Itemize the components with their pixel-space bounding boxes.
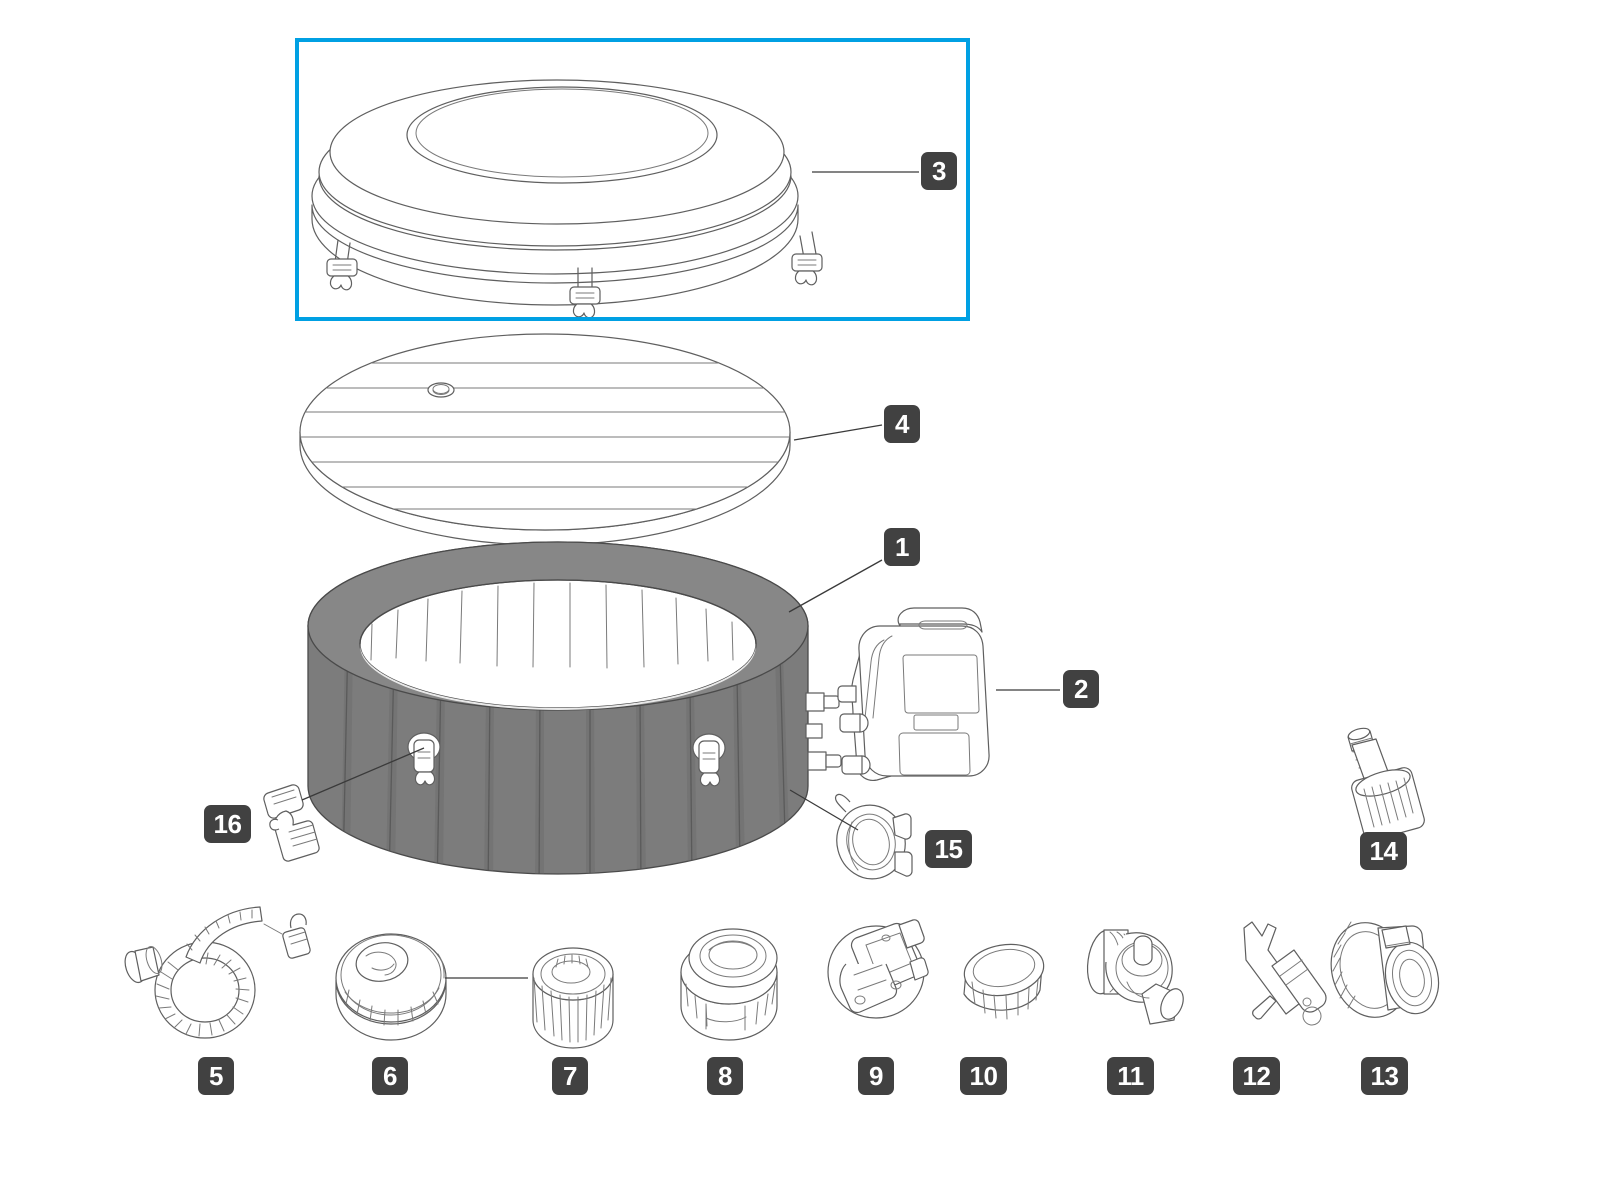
callout-badge-5[interactable]: 5 xyxy=(198,1057,234,1095)
leader-lines xyxy=(301,171,1060,979)
cover-strap-left xyxy=(326,239,358,291)
callout-badge-label: 9 xyxy=(869,1061,883,1091)
tub-anchor-right xyxy=(692,733,726,787)
callout-badge-label: 13 xyxy=(1370,1061,1399,1091)
part-4-floor-pad xyxy=(299,333,791,546)
callout-badge-label: 11 xyxy=(1117,1061,1144,1091)
hose-end-cuff xyxy=(124,946,163,984)
part-6-filter-housing-cap xyxy=(335,933,447,1041)
part-11-outlet-valve-assembly xyxy=(1086,929,1184,1025)
part-12-valve-release-tool xyxy=(1243,921,1327,1026)
callout-badge-label: 2 xyxy=(1074,674,1088,704)
leader-line-4 xyxy=(793,424,883,441)
tub-anchor-left xyxy=(407,732,441,786)
callout-badge-label: 15 xyxy=(934,834,963,864)
callout-badge-6[interactable]: 6 xyxy=(372,1057,408,1095)
tub-hose-ports xyxy=(805,692,842,771)
floor-pad-valve xyxy=(427,382,455,398)
callout-badge-label: 1 xyxy=(895,532,909,562)
leader-line-1 xyxy=(788,559,883,613)
part-5-inflation-hose xyxy=(124,906,311,1039)
callout-badge-15[interactable]: 15 xyxy=(925,830,972,868)
callout-badge-label: 5 xyxy=(209,1061,223,1091)
part-14-hose-adapter xyxy=(1347,727,1425,841)
part-2-pump-control-unit xyxy=(837,607,990,781)
callout-badge-label: 10 xyxy=(969,1061,998,1091)
callout-badge-label: 4 xyxy=(895,409,909,439)
part-7-filter-cartridge xyxy=(532,947,614,1049)
callout-badge-label: 7 xyxy=(563,1061,577,1091)
callout-badge-16[interactable]: 16 xyxy=(204,805,251,843)
part-16-buckle-clip xyxy=(263,784,320,862)
callout-badge-4[interactable]: 4 xyxy=(884,405,920,443)
callout-badge-2[interactable]: 2 xyxy=(1063,670,1099,708)
callout-badge-7[interactable]: 7 xyxy=(552,1057,588,1095)
cover-strap-right xyxy=(791,231,823,286)
callout-badge-label: 8 xyxy=(718,1061,732,1091)
leader-line-16 xyxy=(301,747,425,801)
callout-badge-8[interactable]: 8 xyxy=(707,1057,743,1095)
callout-badge-11[interactable]: 11 xyxy=(1107,1057,1154,1095)
part-8-threaded-inlet-fitting xyxy=(680,928,778,1041)
part-13-drain-valve-cap xyxy=(1330,921,1440,1018)
callout-badge-label: 14 xyxy=(1369,836,1398,866)
part-15-strap-ring-gasket xyxy=(834,793,913,880)
part-3-inflatable-cover xyxy=(311,79,823,319)
callout-badge-1[interactable]: 1 xyxy=(884,528,920,566)
leader-line-15 xyxy=(789,789,859,831)
part-1-spa-tub-body xyxy=(307,541,842,875)
hose-connector xyxy=(263,913,311,959)
callout-badge-13[interactable]: 13 xyxy=(1361,1057,1408,1095)
callout-badge-9[interactable]: 9 xyxy=(858,1057,894,1095)
callout-badge-10[interactable]: 10 xyxy=(960,1057,1007,1095)
callout-badge-label: 6 xyxy=(383,1061,397,1091)
callout-badge-12[interactable]: 12 xyxy=(1233,1057,1280,1095)
part-10-lock-nut xyxy=(963,943,1045,1020)
callout-badge-14[interactable]: 14 xyxy=(1360,832,1407,870)
pump-hose-connectors xyxy=(837,685,871,775)
callout-badge-label: 12 xyxy=(1242,1061,1271,1091)
callout-badge-label: 16 xyxy=(213,809,242,839)
part-9-filter-retainer-clamp xyxy=(827,919,929,1019)
cover-strap-center xyxy=(569,267,601,319)
callout-badge-3[interactable]: 3 xyxy=(921,152,957,190)
callout-badge-label: 3 xyxy=(932,156,946,186)
